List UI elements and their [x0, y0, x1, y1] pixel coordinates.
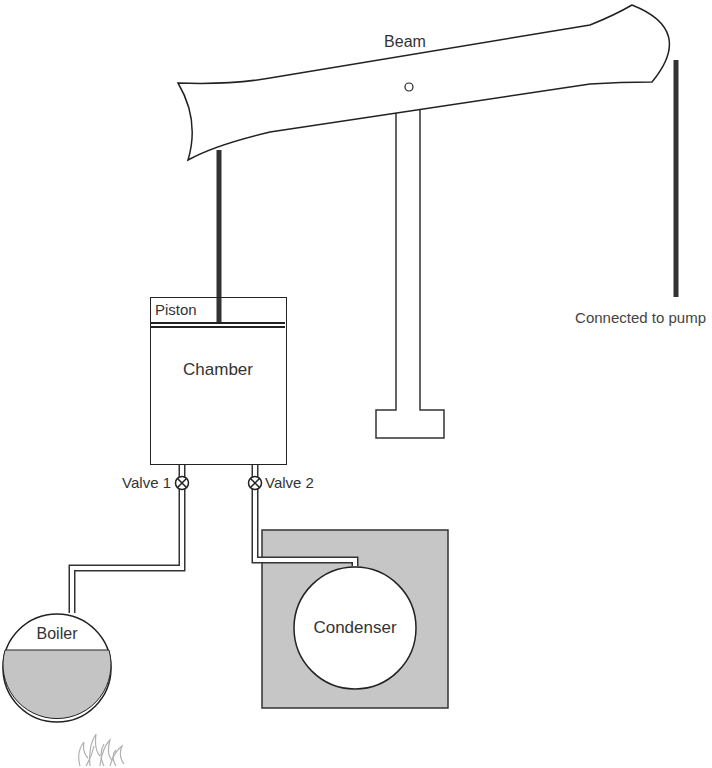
- flame: [79, 742, 88, 766]
- valve-cross: [251, 479, 260, 488]
- boiler-shell: [3, 614, 111, 722]
- flame: [110, 746, 124, 766]
- valve-cross: [178, 479, 187, 488]
- boiler-vessel: Boiler: [2, 613, 112, 723]
- node-label: Chamber: [183, 360, 253, 380]
- piston-plate: Piston: [151, 298, 285, 328]
- beam-pillar: [376, 100, 444, 438]
- beam-outline: [178, 5, 690, 162]
- beam: Beam: [178, 5, 690, 162]
- pump-rod: [674, 60, 679, 297]
- node-label: Condenser: [313, 618, 396, 638]
- pipe-wall: [72, 465, 182, 613]
- flame: [101, 744, 104, 766]
- condenser-shell: [294, 567, 416, 689]
- valve-symbol: [249, 477, 262, 490]
- pipe-bore: [72, 465, 182, 613]
- beam-pivot: [405, 83, 413, 91]
- valve-label: Valve 1: [122, 474, 171, 491]
- steam-pipe: [72, 465, 189, 613]
- flame: [100, 740, 112, 766]
- fire-flames: [79, 734, 124, 766]
- node-label: Beam: [384, 33, 426, 51]
- boiler-water: [3, 650, 111, 719]
- flame: [90, 734, 100, 766]
- steam-pipe: [249, 465, 356, 566]
- pipe-bore: [255, 465, 355, 566]
- chamber-box: Chamber Piston: [150, 297, 287, 465]
- node-label: Boiler: [37, 625, 78, 643]
- flame: [86, 746, 94, 766]
- condenser-vessel: Condenser: [293, 566, 417, 690]
- pump-note: Connected to pump: [575, 309, 706, 326]
- node-label: Piston: [155, 301, 197, 318]
- beam-shape: [178, 5, 669, 160]
- pipe-wall: [255, 465, 355, 566]
- valve-label: Valve 2: [265, 474, 314, 491]
- valve-symbol: [176, 477, 189, 490]
- flame: [113, 750, 116, 766]
